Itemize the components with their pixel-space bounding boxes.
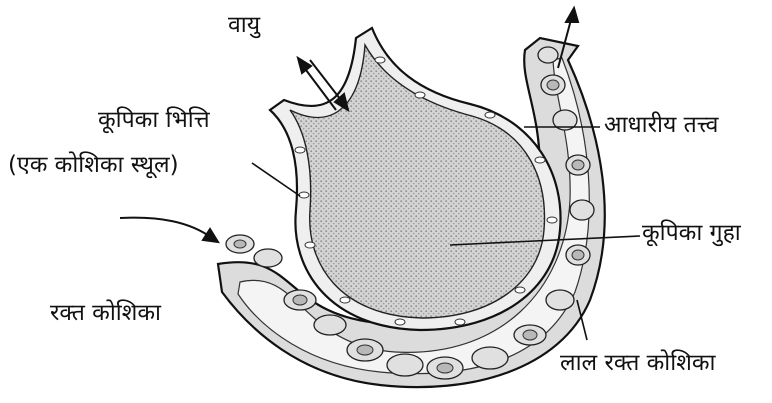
label-red-blood-cell: लाल रक्त कोशिका [560,352,715,375]
label-blood-cell: रक्त कोशिका [50,302,161,325]
label-air: वायु [228,14,260,37]
label-basement-membrane: आधारीय तत्त्व [604,114,718,137]
blood-in-arrow [120,218,212,238]
label-alveolar-cavity: कूपिका गुहा [642,222,741,245]
label-alveolar-wall: कूपिका भित्ति [98,109,210,132]
label-single-cell-layer: (एक कोशिका स्थूल) [8,154,179,177]
